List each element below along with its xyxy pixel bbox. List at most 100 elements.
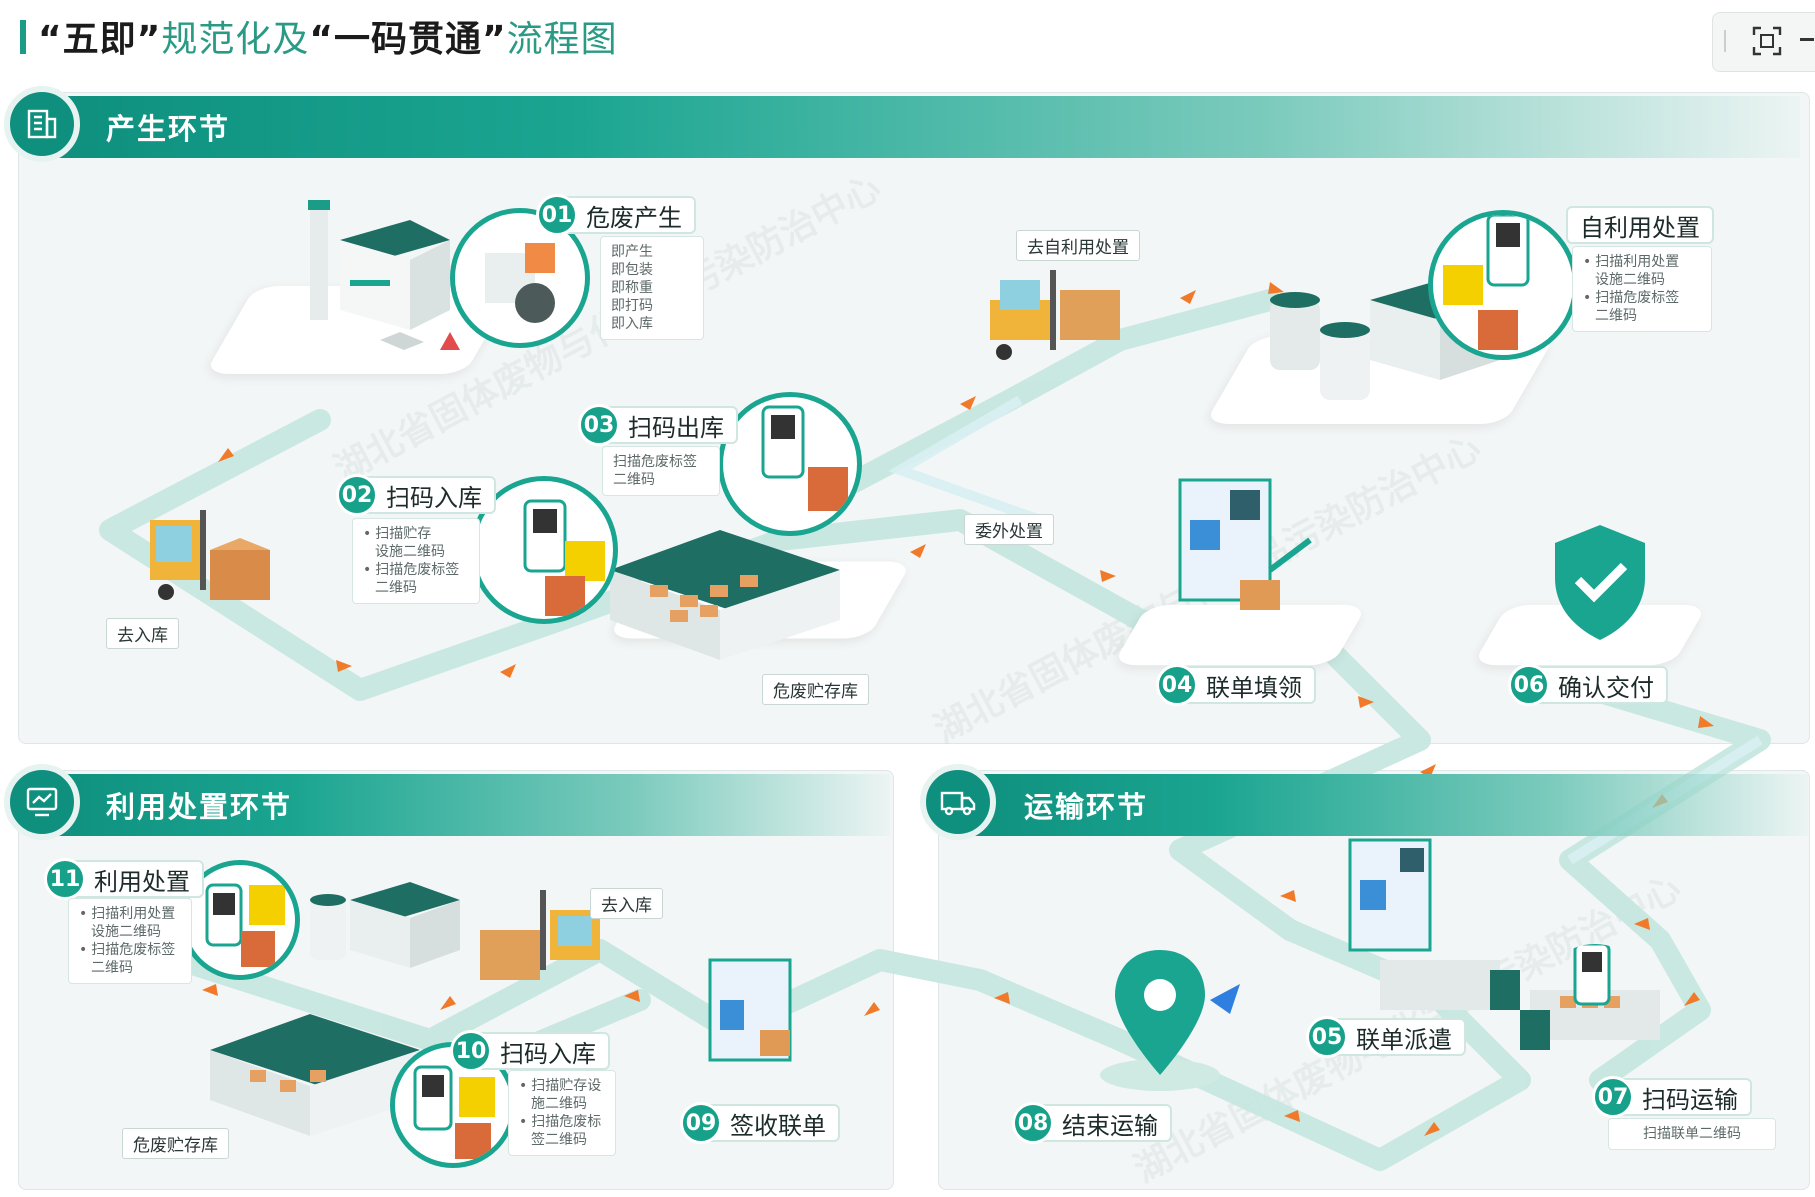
manifest-illustration xyxy=(1178,478,1312,610)
step-03-desc: 扫描危废标签 二维码 xyxy=(602,446,720,496)
transport-scan-phone xyxy=(1540,944,1650,1054)
phone-qr-icon xyxy=(761,405,848,511)
self-use-desc-line: 扫描危废标签 xyxy=(1583,289,1701,307)
step-03-label: 03 扫码出库 xyxy=(578,404,738,446)
transport-section-title: 运输环节 xyxy=(1024,790,1149,824)
phone-qr-icon xyxy=(413,1065,495,1159)
tag-to-self-use: 去自利用处置 xyxy=(1016,230,1140,261)
self-use-desc: 扫描利用处置 设施二维码 扫描危废标签 二维码 xyxy=(1572,246,1712,332)
tag-storage-2: 危废贮存库 xyxy=(122,1128,229,1159)
step-11-desc-line: 扫描危废标签 xyxy=(79,941,181,959)
forklift-right-illustration xyxy=(990,270,1120,360)
self-use-desc-line: 扫描利用处置 xyxy=(1583,253,1701,271)
disposal-section-title: 利用处置环节 xyxy=(106,790,293,824)
fullscreen-icon[interactable] xyxy=(1752,26,1782,60)
location-pin-icon xyxy=(1100,950,1240,1091)
page-title: “五即”规范化及“一码贯通”流程图 xyxy=(38,10,618,62)
transport-band-circle xyxy=(920,764,996,840)
forklift-disposal-illustration xyxy=(480,890,600,980)
step-01-name: 危废产生 xyxy=(586,203,682,232)
step-11-desc-line: 设施二维码 xyxy=(91,924,161,940)
step-11-desc-line: 二维码 xyxy=(91,960,133,976)
window-controls xyxy=(1712,12,1815,72)
minimize-icon[interactable] xyxy=(1800,38,1814,41)
step-02-desc-line: 扫描贮存 xyxy=(363,525,469,543)
step-10-desc-line: 扫描危废标 xyxy=(519,1113,605,1131)
window-controls-separator xyxy=(1724,30,1726,52)
phone-qr-icon xyxy=(1443,215,1530,350)
step-04-name: 联单填领 xyxy=(1206,673,1302,702)
title-part-1: “五即” xyxy=(38,19,162,60)
step-02-desc-line: 设施二维码 xyxy=(375,544,445,560)
tag-to-storage: 去入库 xyxy=(106,618,179,649)
step-02-label: 02 扫码入库 xyxy=(336,474,496,516)
disposal-warehouse-illustration xyxy=(210,1014,420,1136)
step-03-name: 扫码出库 xyxy=(628,413,724,442)
warehouse-illustration xyxy=(610,530,840,660)
step-01-desc: 即产生 即包装 即称重 即打码 即入库 xyxy=(600,236,704,340)
step-11-label: 11 利用处置 xyxy=(44,858,204,900)
title-part-3: “一码贯通” xyxy=(309,19,507,60)
phone-qr-icon xyxy=(1573,944,1611,1006)
phone-qr-icon xyxy=(523,499,605,616)
step-07-label: 07 扫码运输 xyxy=(1592,1076,1752,1118)
self-use-label: 自利用处置 xyxy=(1566,206,1714,244)
step-10-desc-line: 扫描贮存设 xyxy=(519,1077,605,1095)
disposal-plant-illustration xyxy=(310,882,460,968)
step-01-desc-line: 即入库 xyxy=(611,316,653,332)
self-use-desc-line: 设施二维码 xyxy=(1595,272,1665,288)
self-use-desc-line: 二维码 xyxy=(1595,308,1637,324)
step-07-desc: 扫描联单二维码 xyxy=(1608,1118,1776,1150)
step-03-number: 03 xyxy=(578,404,620,446)
step-06-name: 确认交付 xyxy=(1558,673,1654,702)
self-use-name: 自利用处置 xyxy=(1580,213,1700,242)
step-10-name: 扫码入库 xyxy=(500,1039,596,1068)
dispatch-illustration xyxy=(1348,838,1520,1010)
step-10-number: 10 xyxy=(450,1030,492,1072)
chart-monitor-icon xyxy=(26,787,58,817)
transport-band xyxy=(958,774,1808,836)
tag-to-storage-2: 去入库 xyxy=(590,888,663,919)
step-02-desc: 扫描贮存 设施二维码 扫描危废标签 二维码 xyxy=(352,518,480,604)
production-band xyxy=(40,96,1800,158)
step-01-number: 01 xyxy=(536,194,578,236)
step-09-name: 签收联单 xyxy=(730,1111,826,1140)
shield-check-icon xyxy=(1555,525,1645,640)
step-02-desc-line: 扫描危废标签 xyxy=(363,561,469,579)
building-icon xyxy=(27,109,57,139)
step-09-label: 09 签收联单 xyxy=(680,1102,840,1144)
waste-bag-icon xyxy=(485,243,555,323)
tag-storage-1: 危废贮存库 xyxy=(762,674,869,705)
forklift-left-illustration xyxy=(150,510,270,600)
step-05-label: 05 联单派遣 xyxy=(1306,1016,1466,1058)
step-03-desc-line: 扫描危废标签 xyxy=(613,454,697,470)
phone-qr-icon xyxy=(205,883,285,967)
step-11-desc: 扫描利用处置 设施二维码 扫描危废标签 二维码 xyxy=(68,898,192,984)
factory-illustration xyxy=(308,200,460,350)
step-10-desc: 扫描贮存设 施二维码 扫描危废标 签二维码 xyxy=(508,1070,616,1156)
step-04-label: 04 联单填领 xyxy=(1156,664,1316,706)
step-03-desc-line: 二维码 xyxy=(613,472,655,488)
step-05-number: 05 xyxy=(1306,1016,1348,1058)
production-section-title: 产生环节 xyxy=(106,112,231,146)
step-10-desc-line: 签二维码 xyxy=(531,1132,587,1148)
step-08-label: 08 结束运输 xyxy=(1012,1102,1172,1144)
receipt-illustration xyxy=(708,958,792,1062)
step-04-number: 04 xyxy=(1156,664,1198,706)
step-07-number: 07 xyxy=(1592,1076,1634,1118)
scan-inbound-circle xyxy=(470,476,618,624)
step-05-name: 联单派遣 xyxy=(1356,1025,1452,1054)
step-10-label: 10 扫码入库 xyxy=(450,1030,610,1072)
step-01-desc-line: 即包装 xyxy=(611,262,653,278)
step-06-number: 06 xyxy=(1508,664,1550,706)
step-01-desc-line: 即称重 xyxy=(611,280,653,296)
step-08-number: 08 xyxy=(1012,1102,1054,1144)
title-accent-bar xyxy=(20,20,26,54)
step-11-desc-line: 扫描利用处置 xyxy=(79,905,181,923)
step-11-name: 利用处置 xyxy=(94,867,190,896)
step-07-name: 扫码运输 xyxy=(1642,1085,1738,1114)
scan-outbound-circle xyxy=(718,392,862,536)
step-11-number: 11 xyxy=(44,858,86,900)
disposal-band xyxy=(40,774,890,836)
step-09-number: 09 xyxy=(680,1102,722,1144)
